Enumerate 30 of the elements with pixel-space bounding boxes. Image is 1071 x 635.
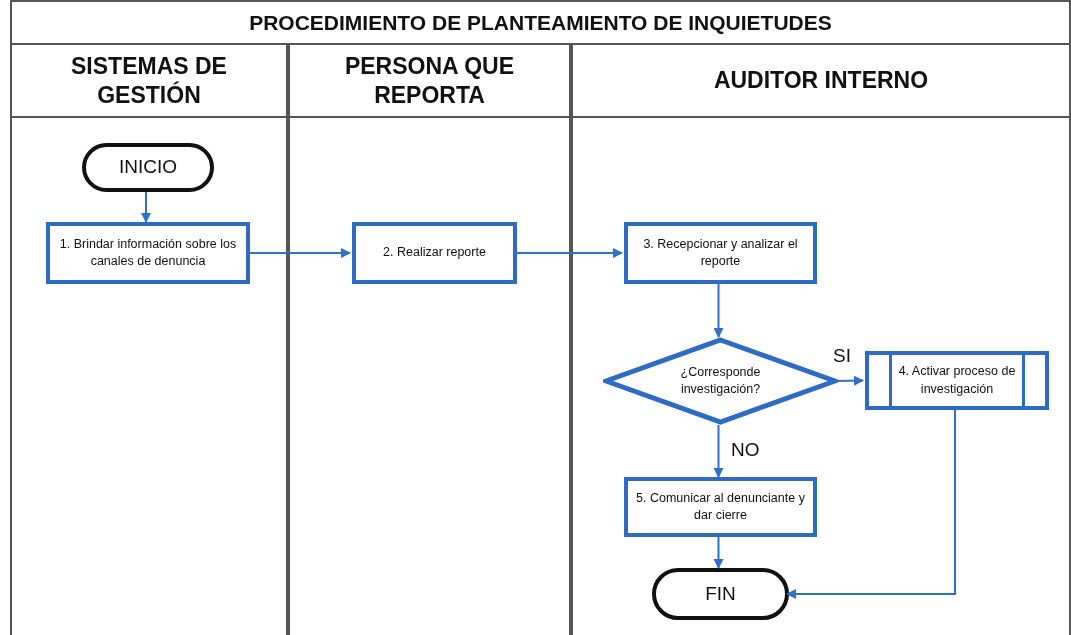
node-label: 2. Realizar reporte bbox=[383, 244, 486, 262]
node-label: 3. Recepcionar y analizar el reporte bbox=[642, 235, 799, 270]
arrow bbox=[514, 248, 623, 258]
process-box bbox=[46, 222, 250, 284]
terminal-pill bbox=[652, 568, 789, 620]
node-label: 1. Brindar información sobre los canales de denuncia bbox=[58, 235, 238, 270]
swimlane bbox=[571, 45, 1071, 635]
swimlane bbox=[10, 45, 288, 635]
arrow bbox=[141, 191, 151, 223]
node-label: 4. Activar proceso de investigación bbox=[897, 363, 1017, 398]
subprocess-box bbox=[865, 351, 1049, 410]
arrow bbox=[786, 409, 956, 599]
node-label: ¿Corresponde investigación? bbox=[679, 363, 762, 398]
arrow bbox=[247, 248, 351, 258]
lane-heading: AUDITOR INTERNO bbox=[713, 66, 929, 95]
process-box bbox=[624, 477, 817, 537]
node-label: INICIO bbox=[118, 155, 178, 180]
lane-heading: PERSONA QUE REPORTA bbox=[343, 51, 516, 110]
process-box bbox=[352, 222, 517, 284]
process-box bbox=[624, 222, 817, 284]
terminal-pill bbox=[82, 143, 214, 192]
arrow bbox=[713, 424, 724, 478]
arrow bbox=[835, 375, 864, 386]
node-label: FIN bbox=[705, 581, 736, 606]
arrow bbox=[713, 536, 724, 569]
diagram-title: PROCEDIMIENTO DE PLANTEAMIENTO DE INQUIETUDES bbox=[249, 9, 832, 36]
node-label: 5. Comunicar al denunciante y dar cierre bbox=[635, 489, 806, 524]
swimlane bbox=[288, 45, 571, 635]
lane-heading: SISTEMAS DE GESTIÓN bbox=[70, 51, 228, 110]
arrow bbox=[713, 283, 724, 338]
